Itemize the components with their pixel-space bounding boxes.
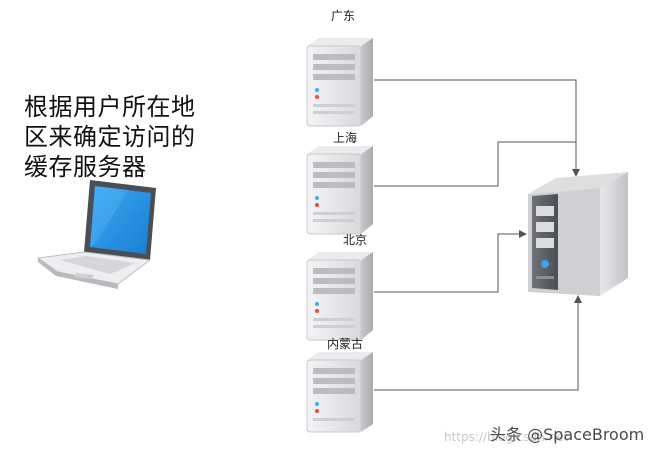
connector-neimenggu [374, 295, 582, 391]
client-laptop [36, 180, 156, 289]
connectors [374, 79, 582, 391]
server-node-neimenggu: 内蒙古 [306, 336, 373, 433]
caption-line-2: 区来确定访问的 [24, 123, 196, 151]
server-label-guangdong: 广东 [331, 9, 355, 23]
watermark-url: https://blog.csdn.net [444, 430, 569, 444]
caption-line-3: 缓存服务器 [24, 153, 147, 181]
tower-server-icon [528, 172, 628, 296]
caption-line-1: 根据用户所在地 [24, 93, 196, 121]
origin-server [528, 172, 628, 296]
watermark-handle: 头条 @SpaceBroom [490, 425, 644, 444]
server-icon [306, 352, 373, 433]
caption: 根据用户所在地 区来确定访问的 缓存服务器 [24, 92, 224, 182]
server-label-beijing: 北京 [343, 233, 367, 247]
server-node-guangdong: 广东 [306, 9, 373, 127]
connector-guangdong [374, 79, 580, 177]
server-node-shanghai: 上海 [306, 130, 373, 235]
connector-beijing [374, 230, 527, 293]
connector-shanghai [374, 141, 577, 187]
server-icon [306, 38, 373, 127]
server-icon [306, 146, 373, 235]
server-node-beijing: 北京 [306, 233, 373, 341]
server-icon [306, 252, 373, 341]
laptop-icon [36, 180, 156, 289]
server-label-shanghai: 上海 [333, 130, 357, 145]
server-label-neimenggu: 内蒙古 [327, 336, 363, 351]
